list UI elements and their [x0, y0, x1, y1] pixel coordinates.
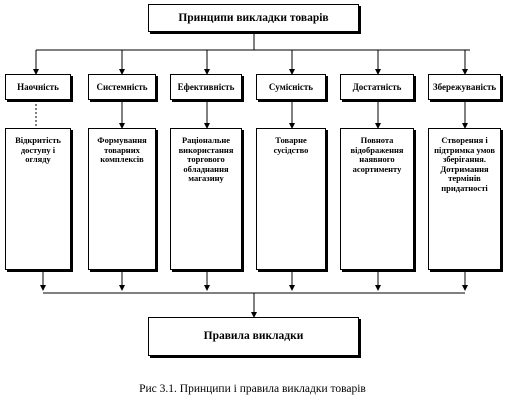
principle-box-efektyvnist: Ефективність	[170, 74, 242, 100]
principle-description: Створення і підтримка умов зберігання. Д…	[434, 135, 495, 193]
description-box-dostatnist: Повнота відображення наявного асортимент…	[340, 128, 414, 270]
principle-box-dostatnist: Достатність	[340, 74, 414, 100]
principle-description: Товарне сусідство	[273, 135, 309, 155]
principle-description: Раціональне використання торгового облад…	[178, 135, 234, 184]
principle-label: Сумісність	[268, 81, 314, 92]
principle-box-systemnist: Системність	[88, 74, 156, 100]
description-box-systemnist: Формування товарних комплексів	[88, 128, 156, 270]
description-box-naochnist: Відкритість доступу і огляду	[5, 128, 71, 270]
principles-title: Принципи викладки товарів	[178, 11, 329, 24]
principle-label: Системність	[96, 81, 148, 92]
description-box-efektyvnist: Раціональне використання торгового облад…	[170, 128, 242, 270]
figure-caption: Рис 3.1. Принципи і правила викладки тов…	[139, 383, 366, 395]
principle-label: Збережуваність	[432, 81, 497, 92]
principles-title-box: Принципи викладки товарів	[148, 4, 359, 32]
rules-box: Правила викладки	[148, 317, 359, 356]
principle-description: Формування товарних комплексів	[97, 135, 147, 165]
principle-description: Повнота відображення наявного асортимент…	[350, 135, 404, 174]
principle-label: Ефективність	[177, 81, 235, 92]
rules-title: Правила викладки	[203, 330, 304, 343]
principle-label: Наочність	[17, 81, 59, 92]
principle-label: Достатність	[352, 81, 402, 92]
principle-box-sumisnist: Сумісність	[256, 74, 326, 100]
principle-box-naochnist: Наочність	[5, 74, 71, 100]
principle-description: Відкритість доступу і огляду	[15, 135, 61, 165]
principle-box-zberezhuvanist: Збережуваність	[428, 74, 501, 100]
description-box-zberezhuvanist: Створення і підтримка умов зберігання. Д…	[428, 128, 501, 270]
description-box-sumisnist: Товарне сусідство	[256, 128, 326, 270]
